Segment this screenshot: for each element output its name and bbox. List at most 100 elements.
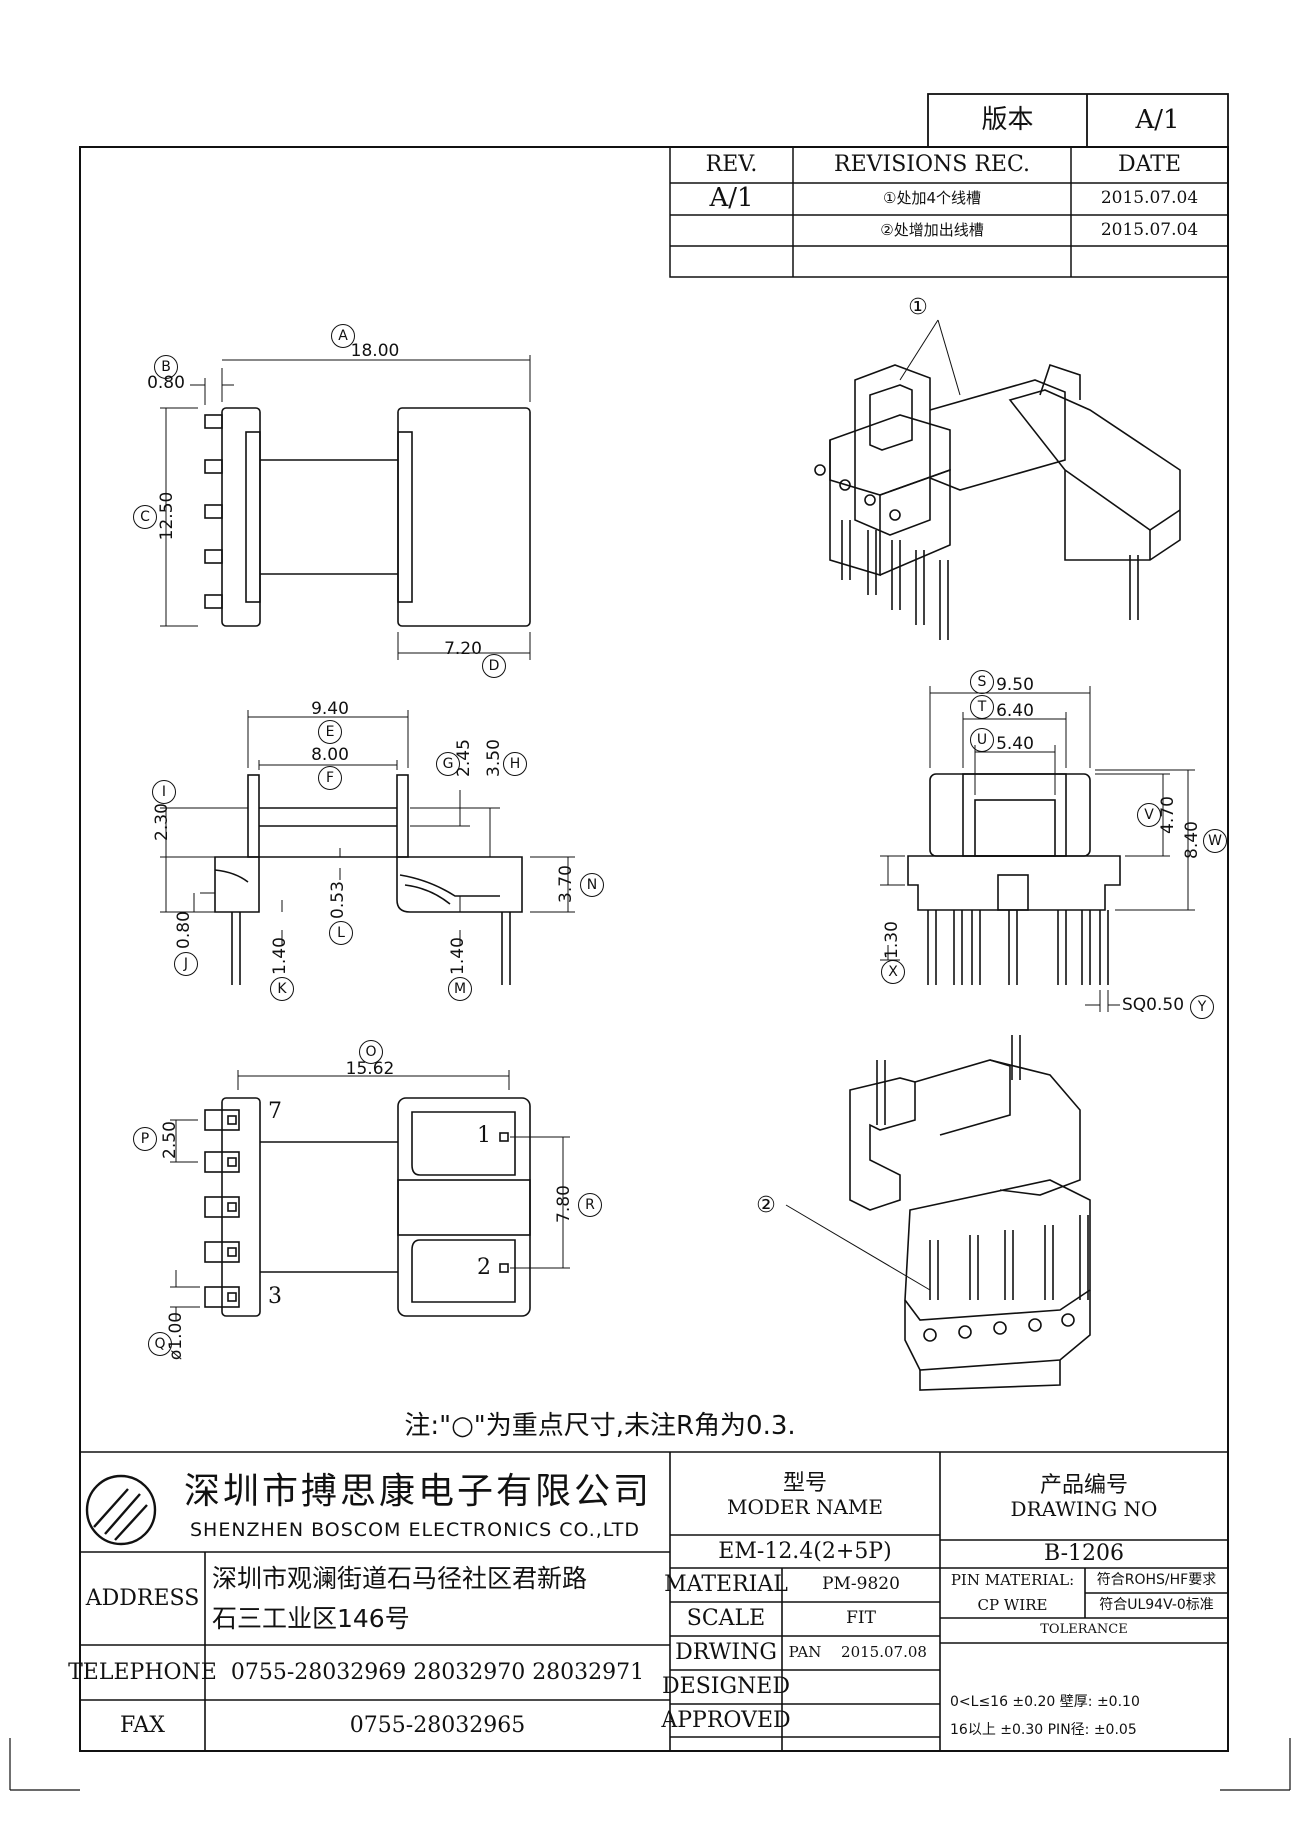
company-name-cn: 深圳市搏思康电子有限公司 bbox=[183, 1471, 652, 1513]
dim-E-marker: E bbox=[318, 720, 342, 744]
dim-N: 3.70 bbox=[556, 865, 577, 903]
scale-label: SCALE bbox=[686, 1606, 766, 1632]
pin-label-7: 7 bbox=[268, 1099, 282, 1125]
dim-P: 2.50 bbox=[160, 1121, 181, 1159]
tolerance-label: TOLERANCE bbox=[1040, 1622, 1128, 1638]
dim-X: 1.30 bbox=[882, 921, 903, 959]
view-bottom bbox=[170, 1070, 570, 1320]
rev-header: REV. bbox=[705, 152, 758, 178]
view-side bbox=[880, 686, 1195, 1012]
dim-U: 5.40 bbox=[996, 734, 1034, 755]
pin-label-1: 1 bbox=[477, 1123, 491, 1149]
material-label: MATERIAL bbox=[664, 1572, 788, 1598]
revisions-rec-header: REVISIONS REC. bbox=[834, 152, 1030, 178]
approved-label: APPROVED bbox=[661, 1707, 791, 1733]
drawing-note: 注:"○"为重点尺寸,未注R角为0.3. bbox=[404, 1411, 796, 1442]
iso-view-bottom bbox=[785, 1035, 1091, 1391]
dim-Y-marker: Y bbox=[1190, 995, 1214, 1019]
dim-U-marker: U bbox=[970, 728, 994, 752]
model-label-cn: 型号 bbox=[782, 1470, 827, 1496]
ul-compliance: 符合UL94V-0标准 bbox=[1099, 1597, 1214, 1614]
dim-E: 9.40 bbox=[311, 699, 349, 720]
dim-X-marker: X bbox=[881, 960, 905, 984]
revision-date-2: 2015.07.04 bbox=[1100, 219, 1199, 240]
view-front bbox=[160, 710, 575, 985]
drwing-date: 2015.07.08 bbox=[841, 1643, 927, 1662]
dim-O-marker: O bbox=[359, 1040, 383, 1064]
company-logo bbox=[85, 1474, 157, 1546]
fax-label: FAX bbox=[120, 1712, 165, 1738]
title-block-lines bbox=[80, 1451, 1228, 1751]
dim-K: 1.40 bbox=[270, 937, 291, 975]
iso-view-top bbox=[814, 319, 1181, 640]
designed-label: DESIGNED bbox=[662, 1674, 790, 1700]
fax-value: 0755-28032965 bbox=[349, 1712, 526, 1738]
dim-D: 7.20 bbox=[444, 639, 482, 660]
address-line-1: 深圳市观澜街道石马径社区君新路 bbox=[212, 1563, 588, 1593]
sheet-border bbox=[79, 146, 1229, 1752]
dim-S-marker: S bbox=[970, 670, 994, 694]
cp-wire-label: CP WIRE bbox=[977, 1595, 1048, 1614]
dim-L: 0.53 bbox=[328, 881, 349, 919]
company-name-en: SHENZHEN BOSCOM ELECTRONICS CO.,LTD bbox=[189, 1519, 641, 1542]
version-value: A/1 bbox=[1135, 104, 1180, 135]
dim-P-marker: P bbox=[133, 1127, 157, 1151]
date-header: DATE bbox=[1117, 152, 1182, 178]
dim-N-marker: N bbox=[580, 873, 604, 897]
pin-label-2: 2 bbox=[477, 1255, 491, 1281]
drwing-label: DRWING bbox=[675, 1640, 777, 1666]
dim-J: 0.80 bbox=[174, 911, 195, 949]
telephone-value: 0755-28032969 28032970 28032971 bbox=[230, 1659, 645, 1685]
drawing-no-value: B-1206 bbox=[1044, 1541, 1124, 1567]
dim-O: 15.62 bbox=[345, 1059, 395, 1080]
telephone-label: TELEPHONE bbox=[68, 1659, 217, 1685]
callout-1: ① bbox=[908, 295, 928, 321]
revision-rec-2: ②处增加出线槽 bbox=[880, 220, 984, 239]
dim-C-marker: C bbox=[133, 505, 157, 529]
dim-V: 4.70 bbox=[1158, 796, 1179, 834]
dim-F-marker: F bbox=[318, 766, 342, 790]
dim-A-marker: A bbox=[331, 324, 355, 348]
dim-W: 8.40 bbox=[1182, 821, 1203, 859]
dim-F: 8.00 bbox=[311, 745, 349, 766]
tolerance-line-2: 16以上 ±0.30 PIN径: ±0.05 bbox=[950, 1721, 1137, 1738]
version-label: 版本 bbox=[981, 104, 1034, 135]
rev-value: A/1 bbox=[709, 183, 754, 214]
dim-T-marker: T bbox=[970, 695, 994, 719]
dim-W-marker: W bbox=[1203, 829, 1227, 853]
model-label-en: MODER NAME bbox=[727, 1495, 883, 1520]
dim-A: 18.00 bbox=[350, 341, 400, 362]
dim-M-marker: M bbox=[448, 977, 472, 1001]
drawing-label-cn: 产品编号 bbox=[1039, 1472, 1128, 1498]
material-value: PM-9820 bbox=[822, 1574, 900, 1595]
drwing-name: PAN bbox=[788, 1643, 822, 1662]
model-value: EM-12.4(2+5P) bbox=[718, 1538, 892, 1564]
drawing-no-header: 产品编号 DRAWING NO bbox=[940, 1462, 1228, 1532]
dim-B: 0.80 bbox=[147, 373, 185, 394]
scale-value: FIT bbox=[846, 1608, 876, 1629]
dim-I: 2.30 bbox=[152, 803, 173, 841]
dim-T: 6.40 bbox=[996, 701, 1034, 722]
view-top bbox=[160, 355, 531, 660]
revisions-table-lines bbox=[669, 146, 1229, 278]
dim-G-marker: G bbox=[436, 752, 460, 776]
dim-S: 9.50 bbox=[996, 675, 1034, 696]
crop-marks bbox=[9, 1738, 1291, 1791]
address-line-2: 石三工业区146号 bbox=[212, 1603, 410, 1633]
revision-date-1: 2015.07.04 bbox=[1100, 188, 1199, 209]
rohs-compliance: 符合ROHS/HF要求 bbox=[1096, 1572, 1217, 1589]
dim-H-marker: H bbox=[503, 752, 527, 776]
dim-K-marker: K bbox=[270, 977, 294, 1001]
dim-H: 3.50 bbox=[484, 739, 505, 777]
dim-M: 1.40 bbox=[448, 937, 469, 975]
drawing-label-en: DRAWING NO bbox=[1010, 1497, 1158, 1522]
dim-D-marker: D bbox=[482, 654, 506, 678]
callout-2: ② bbox=[756, 1193, 776, 1219]
tolerance-line-1: 0<L≤16 ±0.20 壁厚: ±0.10 bbox=[950, 1693, 1140, 1710]
pin-material-label: PIN MATERIAL: bbox=[950, 1570, 1075, 1589]
address-label: ADDRESS bbox=[85, 1585, 200, 1611]
dim-C: 12.50 bbox=[157, 491, 178, 541]
model-name-header: 型号 MODER NAME bbox=[670, 1462, 940, 1528]
dim-Q: ø1.00 bbox=[166, 1311, 187, 1361]
